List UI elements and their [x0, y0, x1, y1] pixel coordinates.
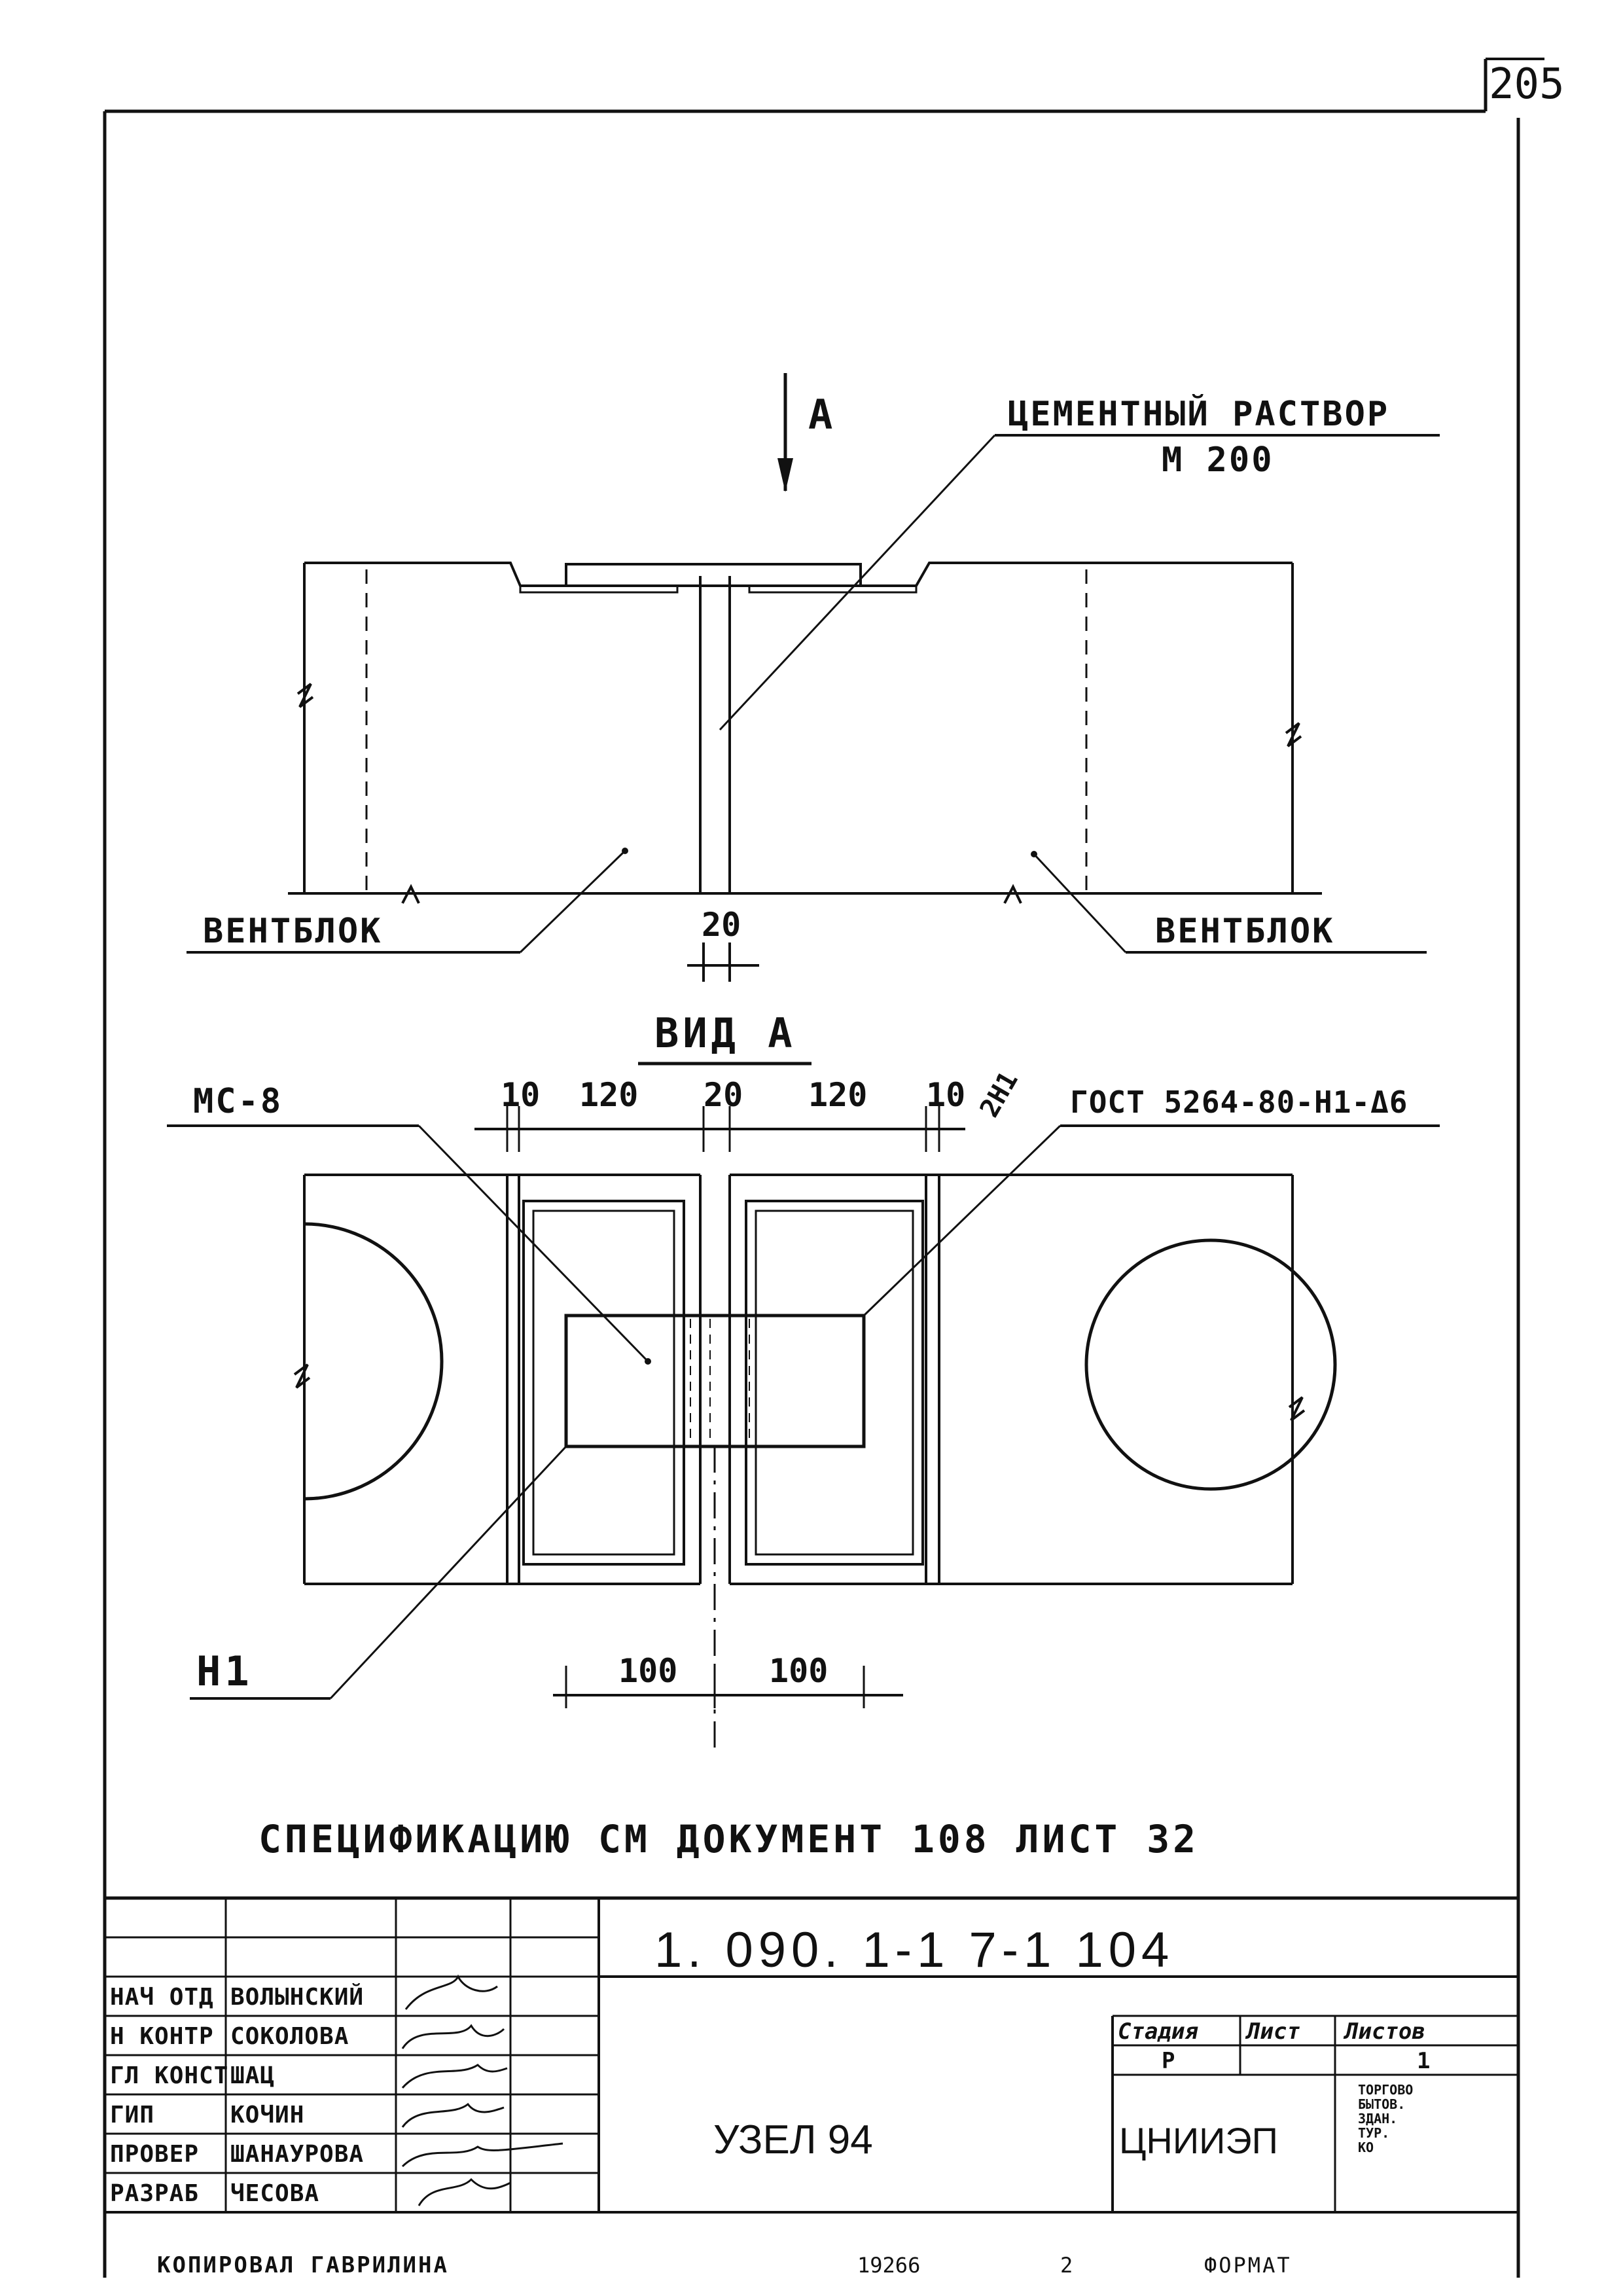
dim-20-center: 20	[704, 1076, 743, 1114]
view-a-title: ВИД А	[654, 1009, 796, 1057]
part-mc8-label: МС-8	[193, 1082, 283, 1121]
role-5: ПРОВЕР	[110, 2141, 199, 2168]
mortar-label: ЦЕМЕНТНЫЙ РАСТВОР	[1008, 394, 1389, 434]
dim-120-left: 120	[579, 1076, 638, 1114]
footer-copied-by: КОПИРОВАЛ ГАВРИЛИНА	[157, 2252, 449, 2278]
plate-n1	[564, 1314, 866, 1448]
org-sub-line-1: ТОРГОВО	[1358, 2082, 1413, 2098]
signature-2	[401, 2024, 505, 2049]
signature-5	[401, 2142, 563, 2168]
weld-mark-label: 2Н1	[974, 1066, 1024, 1122]
gap-dimension	[687, 942, 759, 982]
document-code: 1. 090. 1-1 7-1 104	[654, 1922, 1174, 1978]
role-6: РАЗРАБ	[110, 2180, 199, 2207]
dim-10-right: 10	[926, 1076, 965, 1114]
role-1: НАЧ ОТД	[110, 1984, 214, 2011]
org-sub-line-2: БЫТОВ.	[1358, 2096, 1405, 2112]
footer-format: ФОРМАТ	[1204, 2253, 1292, 2278]
title-block-grid	[105, 1896, 1518, 2214]
signature-3	[401, 2064, 508, 2089]
gost-label: ГОСТ 5264-80-Н1-Δ6	[1070, 1085, 1408, 1120]
sheet-frame	[103, 58, 1544, 2278]
ventblock-section	[288, 562, 1322, 904]
role-3: ГЛ КОНСТ	[110, 2062, 228, 2089]
name-5: ШАНАУРОВА	[230, 2141, 364, 2168]
footer-number: 19266	[857, 2253, 920, 2278]
signature-1	[404, 1974, 498, 2010]
specification-note: СПЕЦИФИКАЦИЮ СМ ДОКУМЕНТ 108 ЛИСТ 32	[259, 1817, 1199, 1861]
role-2: Н КОНТР	[110, 2023, 214, 2050]
ventblock-right-leader	[1033, 853, 1127, 954]
view-a-dimension-chain	[474, 1106, 965, 1152]
stage-header: Стадия	[1118, 2018, 1198, 2045]
stage-value: Р	[1162, 2048, 1175, 2074]
gap-dimension-label: 20	[702, 906, 741, 944]
bottom-dimension-chain	[553, 1666, 903, 1708]
mortar-grade-label: М 200	[1162, 440, 1274, 480]
part-n1-label: Н1	[196, 1647, 253, 1695]
name-6: ЧЕСОВА	[230, 2180, 319, 2207]
org-sub-line-5: КО	[1358, 2140, 1374, 2155]
dim-10-left: 10	[501, 1076, 540, 1114]
name-3: ШАЦ	[230, 2062, 275, 2089]
gost-leader	[863, 1124, 1061, 1317]
signatures	[401, 1974, 563, 2206]
organization-name: ЦНИИЭП	[1119, 2120, 1278, 2161]
ventblock-left-label: ВЕНТБЛОК	[203, 912, 382, 951]
mortar-leader	[719, 434, 996, 731]
sheets-value: 1	[1417, 2048, 1430, 2074]
sheet-header: Лист	[1245, 2018, 1300, 2045]
dim-100-left: 100	[618, 1652, 677, 1690]
signature-6	[418, 2178, 511, 2206]
role-4: ГИП	[110, 2102, 154, 2128]
org-sub-line-3: ЗДАН.	[1358, 2111, 1397, 2126]
part-n1-leader	[329, 1445, 567, 1700]
ventblock-right-label: ВЕНТБЛОК	[1155, 912, 1334, 951]
section-mark-label: А	[808, 391, 836, 439]
footer-sheet: 2	[1060, 2253, 1073, 2278]
org-sub-line-4: ТУР.	[1358, 2125, 1389, 2141]
drawing-title: УЗЕЛ 94	[713, 2117, 873, 2162]
name-4: КОЧИН	[230, 2102, 304, 2128]
ventblock-left-leader	[519, 850, 626, 954]
dim-100-right: 100	[769, 1652, 828, 1690]
view-a-plan	[293, 1174, 1337, 1585]
corner-page-number: 205	[1489, 60, 1565, 109]
name-1: ВОЛЫНСКИЙ	[230, 1983, 364, 2011]
sheets-header: Листов	[1343, 2018, 1425, 2045]
signature-4	[401, 2102, 505, 2128]
section-arrow-a	[777, 373, 793, 492]
name-2: СОКОЛОВА	[230, 2023, 349, 2050]
dim-120-right: 120	[808, 1076, 867, 1114]
